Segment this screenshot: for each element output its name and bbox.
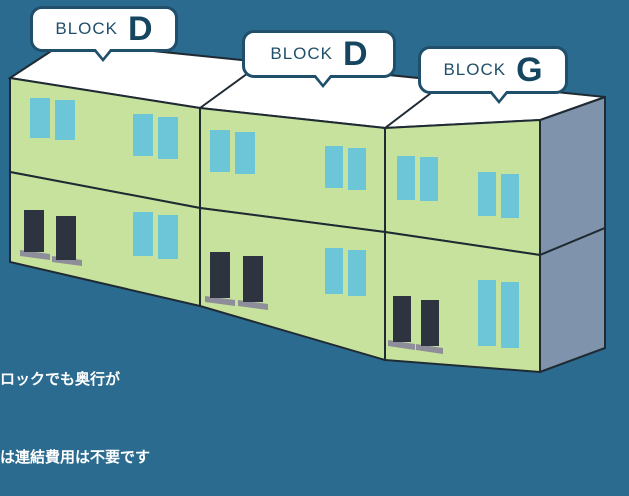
window <box>210 130 230 172</box>
window <box>325 146 343 188</box>
block-label: BLOCK <box>55 19 119 38</box>
lower-windows <box>133 212 519 348</box>
door-step <box>416 344 443 354</box>
doors <box>20 210 443 354</box>
window <box>478 172 496 216</box>
door <box>421 300 439 346</box>
block-letter: G <box>516 51 543 89</box>
door-step <box>205 296 235 306</box>
window <box>397 156 415 200</box>
window <box>420 157 438 201</box>
block-d-callout: BLOCK D <box>242 30 396 88</box>
block-letter: D <box>343 35 368 73</box>
block-d-callout: BLOCK D <box>30 6 178 62</box>
window <box>478 280 496 346</box>
window <box>501 282 519 348</box>
block-label: BLOCK <box>270 44 334 63</box>
window <box>30 98 50 138</box>
caption-line: ロックでも奥行が <box>0 370 121 388</box>
caption-text: ロックでも奥行が は連結費用は不要です <box>0 314 260 496</box>
block-label: BLOCK <box>443 60 507 79</box>
window <box>325 248 343 294</box>
window <box>348 250 366 296</box>
block-g-callout: BLOCK G <box>418 46 568 104</box>
block-letter: D <box>128 10 153 48</box>
window <box>158 215 178 259</box>
door-step <box>20 250 50 260</box>
window <box>133 114 153 156</box>
door <box>24 210 44 252</box>
door <box>243 256 263 302</box>
door <box>56 216 76 260</box>
door-step <box>238 300 268 310</box>
door <box>393 296 411 342</box>
window <box>55 100 75 140</box>
window <box>133 212 153 256</box>
window <box>158 117 178 159</box>
door <box>210 252 230 298</box>
roof-seam <box>384 89 436 129</box>
window <box>501 174 519 218</box>
upper-windows <box>30 98 519 218</box>
window <box>235 132 255 174</box>
window <box>348 148 366 190</box>
door-step <box>388 340 415 350</box>
caption-line: は連結費用は不要です <box>0 448 151 466</box>
